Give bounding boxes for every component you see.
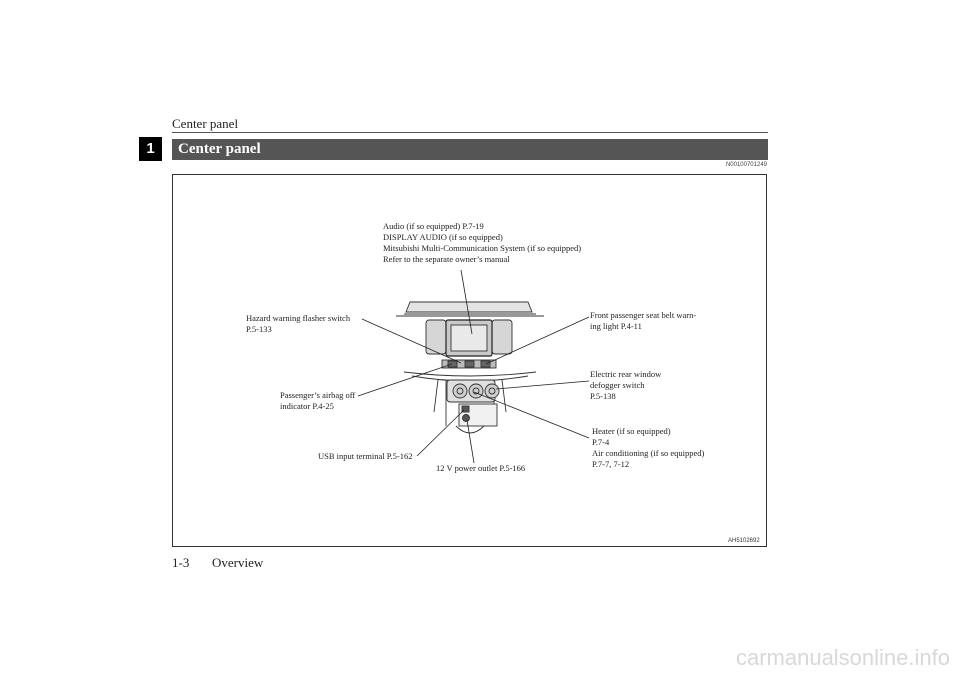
chapter-tab: 1 — [139, 137, 162, 161]
heater-knob-center — [468, 383, 484, 399]
right-vent — [491, 319, 513, 355]
hazard-callout: Hazard warning flasher switch P.5-133 — [246, 313, 351, 334]
seatbelt-callout: Front passenger seat belt warn- ing ligh… — [590, 310, 697, 331]
heater-callout: Heater (if so equipped) P.7-4 Air condit… — [592, 426, 705, 469]
airbag-callout: Passenger’s airbag off indicator P.4-25 — [280, 390, 356, 411]
section-title: Center panel — [172, 139, 768, 160]
footer-section-title: Overview — [212, 555, 264, 570]
usb-callout: USB input terminal P.5-162 — [318, 451, 413, 461]
figure-frame — [172, 174, 767, 547]
dash-top-trim — [405, 301, 533, 313]
power-outlet-callout: 12 V power outlet P.5-166 — [436, 463, 526, 473]
seatbelt-light — [480, 360, 491, 368]
watermark-text: carmanualsonline.info — [735, 645, 950, 670]
page-header-title: Center panel — [172, 116, 239, 131]
airbag-indicator — [447, 360, 458, 368]
power-outlet — [462, 414, 470, 422]
hazard-switch — [464, 360, 475, 368]
figure-code: AH5102692 — [728, 538, 760, 544]
defogger-knob — [484, 383, 500, 399]
header-rule — [172, 132, 768, 133]
heater-knob-left — [452, 383, 468, 399]
audio-callout: Audio (if so equipped) P.7-19 DISPLAY AU… — [383, 221, 582, 264]
defogger-callout: Electric rear window defogger switch P.5… — [590, 369, 662, 401]
page-number: 1-3 — [172, 555, 190, 570]
document-code: N00100701249 — [725, 162, 767, 168]
usb-port — [461, 405, 470, 413]
